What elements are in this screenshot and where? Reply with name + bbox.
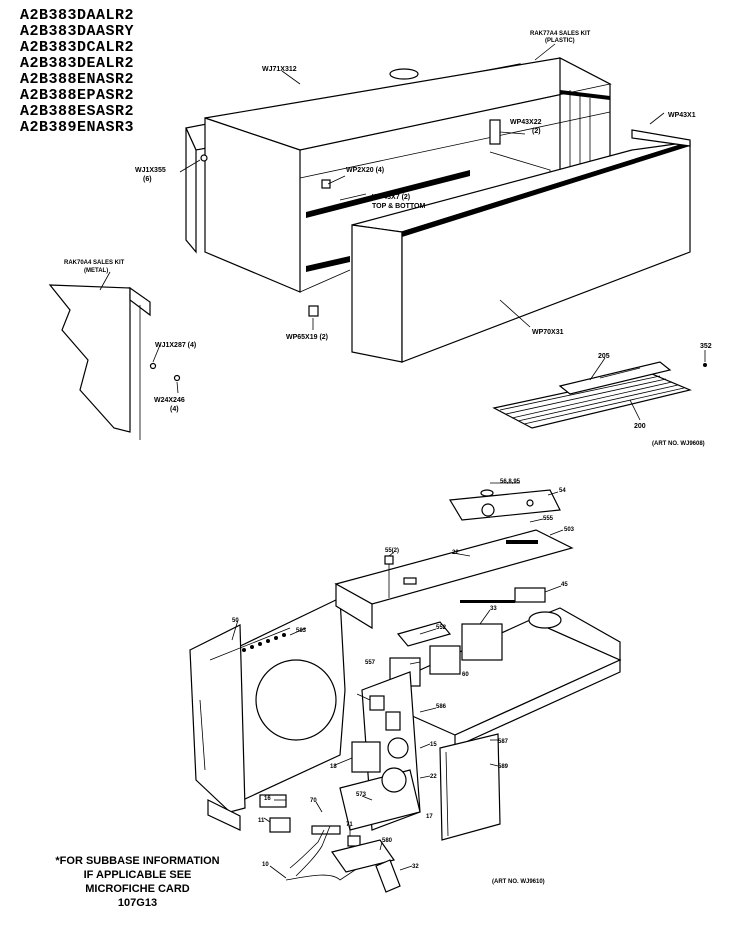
model-number: A2B389ENASR3 [20, 119, 135, 136]
part-label: (2) [532, 128, 541, 135]
sales-kit-metal-bracket [48, 284, 319, 440]
part-label: WP2X20 (4) [346, 167, 384, 174]
part-label: (4) [170, 406, 179, 413]
model-number: A2B383DAALR2 [20, 7, 135, 24]
part-label: 352 [700, 343, 712, 350]
part-label: 200 [634, 423, 646, 430]
model-number: A2B383DEALR2 [20, 55, 135, 72]
part-label: WP43X22 [510, 119, 542, 126]
part-label: 22 [430, 774, 437, 780]
note-line: IF APPLICABLE SEE [83, 869, 192, 881]
part-label: 18 [330, 764, 337, 770]
model-number: A2B383DAASRY [20, 23, 135, 40]
note-line: 107G13 [117, 897, 158, 909]
leader-lines-upper [99, 43, 706, 421]
fan-orifice-panel [189, 597, 346, 831]
chassis-base [363, 607, 622, 748]
part-label: 555 [543, 516, 554, 522]
part-label: 55(2) [385, 548, 399, 554]
part-label: 587 [498, 739, 509, 745]
wiring-harness [285, 825, 401, 893]
part-label: WP43X7 (2) [372, 194, 410, 201]
lower-part-labels: 56,8,95 54 555 503 55(2) 22 45 33 552 60… [232, 479, 575, 885]
part-label: 32 [412, 864, 419, 870]
part-label: 573 [356, 792, 367, 798]
part-label: 17 [426, 814, 433, 820]
part-label: RAK70A4 SALES KIT [64, 260, 125, 266]
control-panel [334, 489, 574, 630]
part-label: 71 [346, 822, 353, 828]
part-label: 557 [365, 660, 376, 666]
part-label: 22 [452, 550, 459, 556]
part-label: 589 [498, 764, 509, 770]
part-label: WP70X31 [532, 329, 564, 336]
switches-and-thermostats [259, 621, 503, 847]
note-line: MICROFICHE CARD [85, 883, 190, 895]
part-label: 56,8,95 [500, 479, 521, 485]
front-panel-plastic [351, 129, 691, 363]
upper-part-labels: WJ71X312 RAK77A4 SALES KIT (PLASTIC) WP4… [64, 31, 712, 447]
part-label: 16 [264, 796, 271, 802]
part-label: WJ1X287 (4) [155, 342, 196, 349]
model-number: A2B388ESASR2 [20, 103, 135, 120]
part-label: 503 [564, 527, 575, 533]
part-label: W24X246 [154, 397, 185, 404]
model-number: A2B388EPASR2 [20, 87, 135, 104]
part-label: 60 [462, 672, 469, 678]
model-number: A2B388ENASR2 [20, 71, 135, 88]
part-label: 45 [561, 582, 568, 588]
part-label: 580 [382, 838, 393, 844]
part-label: 583 [296, 628, 307, 634]
part-label: RAK77A4 SALES KIT [530, 31, 591, 37]
part-label: WP43X1 [668, 112, 696, 119]
part-label: 586 [436, 704, 447, 710]
model-number-list: A2B383DAALR2 A2B383DAASRY A2B383DCALR2 A… [20, 8, 134, 136]
leader-lines-lower [231, 482, 564, 879]
part-label: WJ1X355 [135, 167, 166, 174]
part-label: WJ71X312 [262, 66, 297, 73]
part-label: 205 [598, 353, 610, 360]
art-number: (ART NO. WJ9608) [652, 441, 705, 447]
part-label: (METAL) [84, 268, 108, 274]
access-cover [439, 733, 501, 841]
subbase-note: *FOR SUBBASE INFORMATION IF APPLICABLE S… [30, 854, 245, 910]
part-label: 33 [490, 606, 497, 612]
part-label: 50 [232, 618, 239, 624]
note-line: *FOR SUBBASE INFORMATION [55, 855, 220, 867]
part-label: 15 [430, 742, 437, 748]
part-label: 11 [258, 818, 265, 824]
part-label: (PLASTIC) [545, 38, 575, 44]
wall-sleeve-cabinet [185, 57, 612, 293]
part-label: WP65X19 (2) [286, 334, 328, 341]
part-label: 70 [310, 798, 317, 804]
part-label: 54 [559, 488, 566, 494]
part-label: (6) [143, 176, 152, 183]
part-label: 10 [262, 862, 269, 868]
part-label: TOP & BOTTOM [372, 203, 425, 210]
air-discharge-grille [492, 361, 707, 429]
art-number: (ART NO. WJ9610) [492, 879, 545, 885]
part-label: 552 [436, 625, 447, 631]
model-number: A2B383DCALR2 [20, 39, 135, 56]
